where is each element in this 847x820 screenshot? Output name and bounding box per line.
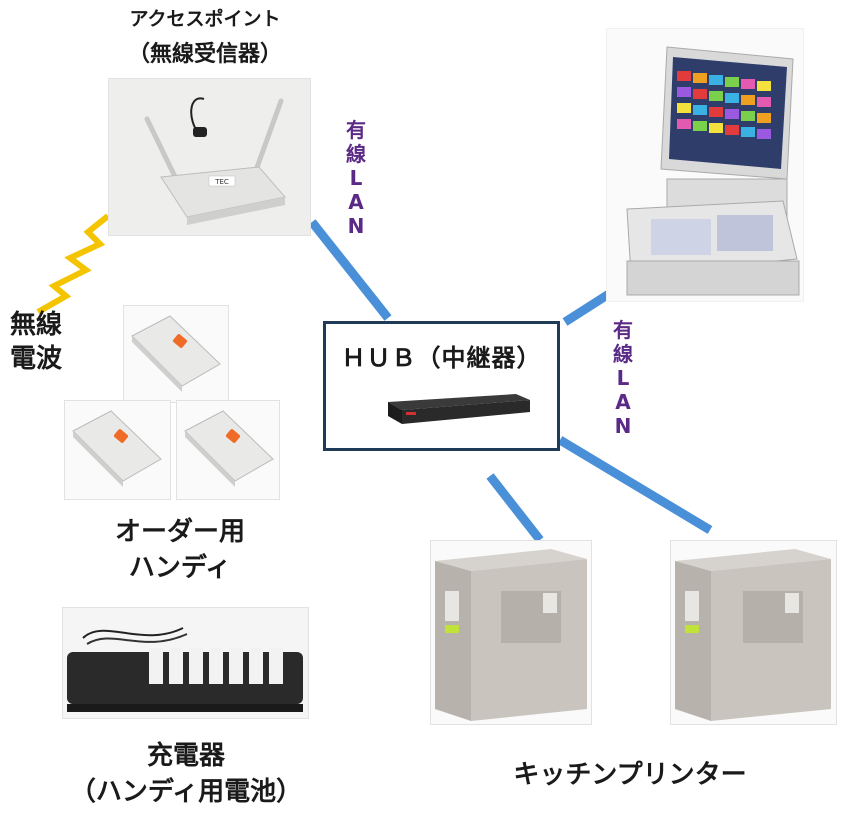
charger-label: 充電器 （ハンディ用電池） [69, 741, 303, 807]
printer-illustration [435, 549, 587, 721]
access-point-photo: TEC [108, 78, 311, 236]
lan-line-pos-hub [562, 288, 615, 326]
wireless-zigzag [36, 213, 110, 315]
router-brand: TEC [214, 178, 229, 186]
printer-illustration-2 [675, 549, 831, 721]
kitchen-printer-label: キッチンプリンター [513, 760, 747, 790]
hub-device-illustration [388, 394, 530, 424]
wireless-label: 無線 電波 [10, 310, 63, 374]
charger-photo [62, 607, 309, 719]
kitchen-printer-photo-2 [670, 540, 837, 725]
hub-box: ＨＵＢ（中継器） [323, 321, 560, 451]
handy-illustration-3 [184, 410, 274, 487]
hub-label: ＨＵＢ（中継器） [341, 344, 542, 372]
handy-photo-2 [64, 400, 171, 500]
lan-line-hub-printer1 [486, 473, 544, 543]
handy-photo-3 [176, 400, 280, 500]
charger-illustration [67, 627, 303, 712]
handy-illustration [131, 315, 221, 392]
pos-register-illustration [626, 46, 800, 296]
access-point-title: アクセスポイント [129, 8, 281, 30]
kitchen-printer-photo-1 [430, 540, 592, 725]
router-illustration: TEC [144, 97, 286, 225]
handy-illustration-2 [72, 410, 162, 487]
handy-photo-1 [123, 305, 229, 403]
pos-register-photo [606, 28, 804, 302]
access-point-subtitle: （無線受信器） [127, 42, 282, 67]
handy-label: オーダー用 ハンディ [114, 517, 245, 583]
lan-line-ap-hub [308, 219, 392, 321]
lan-line-hub-printer2 [557, 436, 713, 534]
